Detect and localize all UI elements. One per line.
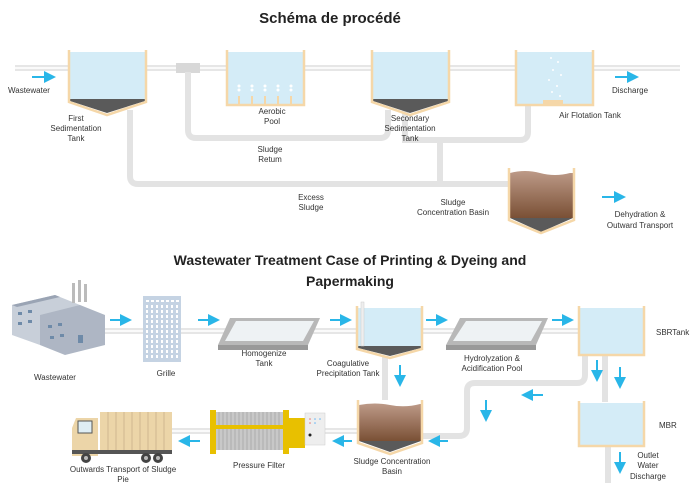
excess-sludge-pipe bbox=[127, 110, 510, 187]
air-flotation-tank bbox=[514, 50, 595, 107]
coagulative-precipitation-tank bbox=[355, 301, 424, 360]
pipe-junction bbox=[176, 63, 200, 73]
label-secondary-1: Secondary bbox=[391, 114, 429, 123]
label-secondary-3: Tank bbox=[402, 134, 420, 143]
label-aerobic-2: Pool bbox=[264, 117, 280, 126]
first-sedimentation-tank bbox=[67, 50, 148, 117]
truck-icon bbox=[72, 412, 172, 463]
secondary-sedimentation-tank bbox=[370, 50, 451, 117]
label-excess-2: Sludge bbox=[299, 203, 324, 212]
label-homogenize-2: Tank bbox=[256, 359, 274, 368]
label-outlet-2: Water bbox=[637, 461, 658, 470]
label-hydrolyzation-2: Acidification Pool bbox=[462, 364, 523, 373]
mbr-tank bbox=[577, 401, 646, 448]
label-secondary-2: Sedimentation bbox=[384, 124, 435, 133]
sbr-tank bbox=[577, 306, 646, 357]
grille-icon bbox=[143, 296, 181, 362]
label-air-flotation: Air Flotation Tank bbox=[559, 111, 622, 120]
aerobic-pool bbox=[225, 50, 306, 107]
sbr-return-pipe bbox=[395, 356, 588, 439]
pressure-filter-icon bbox=[210, 410, 326, 454]
diagram1-title: Schéma de procédé bbox=[259, 10, 401, 27]
label-transport-1: Outwards Transport of Sludge bbox=[70, 465, 177, 474]
diagram2-title-line1: Wastewater Treatment Case of Printing & … bbox=[174, 252, 527, 268]
label-sludge-return-1: Sludge bbox=[258, 145, 283, 154]
sludge-return-pipe bbox=[185, 72, 391, 141]
label-sludge-return-2: Retum bbox=[258, 155, 282, 164]
label-homogenize-1: Homogenize bbox=[242, 349, 287, 358]
main-pipe bbox=[15, 65, 680, 71]
label-sludge-basin-2: Basin bbox=[382, 467, 402, 476]
label-coagulative-1: Coagulative bbox=[327, 359, 370, 368]
label-coagulative-2: Precipitation Tank bbox=[317, 369, 381, 378]
row1-pipe bbox=[100, 328, 580, 334]
label-sludge-basin-1: Sludge Concentration bbox=[354, 457, 431, 466]
label-concentration-1: Sludge bbox=[441, 198, 466, 207]
factory-icon bbox=[12, 280, 105, 355]
hydrolyzation-pool bbox=[446, 318, 548, 350]
label-hydrolyzation-1: Hydrolyzation & bbox=[464, 354, 521, 363]
label-first-1: First bbox=[68, 114, 84, 123]
label-first-3: Tank bbox=[68, 134, 86, 143]
label-sbr: SBRTank bbox=[656, 328, 690, 337]
label-outlet-3: Discharge bbox=[630, 472, 667, 481]
label-mbr: MBR bbox=[659, 421, 677, 430]
label-pressure-filter: Pressure Filter bbox=[233, 461, 285, 470]
label-discharge: Discharge bbox=[612, 86, 649, 95]
label-dehydration-2: Outward Transport bbox=[607, 221, 674, 230]
label-aerobic-1: Aerobic bbox=[258, 107, 285, 116]
label-wastewater-factory: Wastewater bbox=[34, 373, 76, 382]
diagram2-title-line2: Papermaking bbox=[306, 273, 394, 289]
label-outlet-1: Outlet bbox=[637, 451, 659, 460]
label-grille: Grille bbox=[157, 369, 176, 378]
label-wastewater: Wastewater bbox=[8, 86, 50, 95]
sludge-concentration-basin-top bbox=[507, 168, 576, 235]
label-excess-1: Excess bbox=[298, 193, 324, 202]
label-first-2: Sedimentation bbox=[50, 124, 101, 133]
label-concentration-2: Concentration Basin bbox=[417, 208, 489, 217]
sludge-concentration-basin-bottom bbox=[356, 400, 424, 456]
label-dehydration-1: Dehydration & bbox=[615, 210, 666, 219]
flotation-link-pipe bbox=[402, 105, 531, 143]
homogenize-tank bbox=[218, 318, 320, 350]
label-transport-2: Pie bbox=[117, 475, 129, 484]
